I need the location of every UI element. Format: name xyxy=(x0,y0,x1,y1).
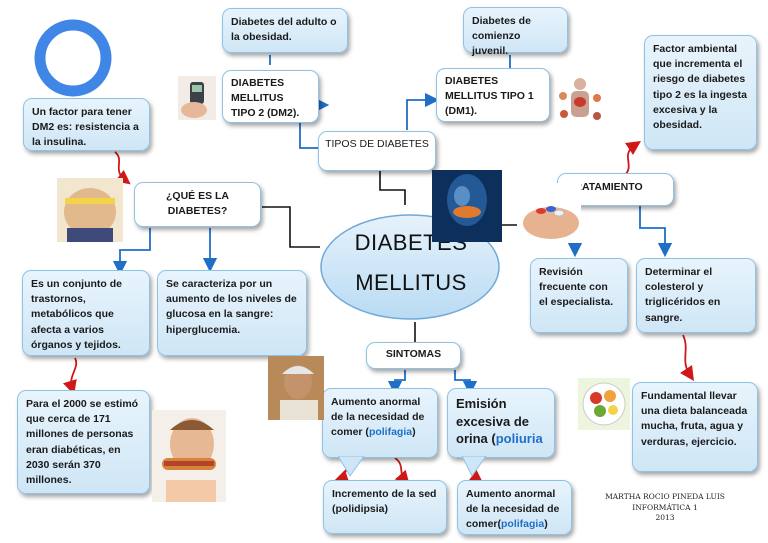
author-subject: INFORMÁTICA 1 xyxy=(632,502,698,512)
line-left-stat xyxy=(63,357,78,395)
symptom-polifagia-text: Aumento anormal de la necesidad de comer… xyxy=(331,396,425,439)
center-title-line2: MELLITUS xyxy=(355,270,467,295)
pancreas-xray-photo xyxy=(432,170,502,242)
glucometer-photo xyxy=(178,76,216,120)
symptom-polifagia-end: ) xyxy=(412,426,416,439)
symptom-poliuria-text: Emisión excesiva de orina ( xyxy=(456,396,530,447)
healthy-food-photo xyxy=(578,378,630,430)
symptom-poliuria: Emisión excesiva de orina (poliuria xyxy=(447,388,555,458)
callout-tail-1 xyxy=(338,456,365,477)
author-name: MARTHA ROCIO PINEDA LUIS xyxy=(605,492,725,501)
cholesterol-box: Determinar el colesterol y triglicéridos… xyxy=(636,258,756,333)
line-trat-colesterol xyxy=(639,205,673,258)
que-es-title: ¿QUÉ ES LA DIABETES? xyxy=(134,182,261,227)
symptom-polifagia-2-term: polifagia xyxy=(501,518,545,531)
belly-measure-photo xyxy=(57,178,123,242)
child-eating-photo xyxy=(152,410,226,502)
line-center-quees xyxy=(262,206,320,248)
symptom-polidipsia: Incremento de la sed (polidipsia) xyxy=(323,480,447,534)
line-sint-s2 xyxy=(454,370,478,396)
symptom-poliuria-term: poliuria xyxy=(495,431,543,447)
line-factor-dm2 xyxy=(114,151,131,185)
line-quees-left xyxy=(112,228,151,276)
dm2-desc: Diabetes del adulto o la obesidad. xyxy=(222,8,348,53)
definition-box: Es un conjunto de trastornos, metabólico… xyxy=(22,270,150,356)
environment-factor-box: Factor ambiental que incrementa el riesg… xyxy=(644,35,757,150)
tipos-title: TIPOS DE DIABETES xyxy=(318,131,436,171)
symptom-polifagia-2-text: Aumento anormal de la necesidad de comer… xyxy=(466,488,560,531)
pills-hand-photo xyxy=(517,183,581,243)
sintomas-title: SINTOMAS xyxy=(366,342,461,369)
line-s2-s4-b xyxy=(394,457,410,486)
author-year: 2013 xyxy=(655,513,675,522)
line-trat-factor xyxy=(624,141,641,176)
line-colesterol-dieta xyxy=(680,334,694,381)
ring-logo xyxy=(34,19,112,97)
dm2-box: DIABETES MELLITUS TIPO 2 (DM2). xyxy=(222,70,319,123)
symptom-polifagia-term: polifagia xyxy=(368,426,413,439)
line-tipos-dm1 xyxy=(406,92,440,130)
anatomy-photo xyxy=(555,74,605,128)
line-sint-s1 xyxy=(387,370,406,396)
dm1-box: DIABETES MELLITUS TIPO 1 (DM1). xyxy=(436,68,550,122)
symptom-polifagia: Aumento anormal de la necesidad de comer… xyxy=(322,388,438,458)
hyperglycemia-box: Se caracteriza por un aumento de los niv… xyxy=(157,270,307,356)
statistics-box: Para el 2000 se estimó que cerca de 171 … xyxy=(17,390,150,494)
elderly-man-photo xyxy=(268,356,324,420)
symptom-polifagia-2-end: ) xyxy=(544,518,548,531)
revision-box: Revisión frecuente con el especialista. xyxy=(530,258,628,333)
symptom-polifagia-2: Aumento anormal de la necesidad de comer… xyxy=(457,480,572,535)
author-credit: MARTHA ROCIO PINEDA LUIS INFORMÁTICA 1 2… xyxy=(590,492,740,524)
line-center-tipos xyxy=(379,170,406,205)
diet-box: Fundamental llevar una dieta balanceada … xyxy=(632,382,758,472)
callout-tail-2 xyxy=(462,456,487,477)
dm2-factor-box: Un factor para tener DM2 es: resistencia… xyxy=(23,98,150,151)
dm1-desc: Diabetes de comienzo juvenil. xyxy=(463,7,568,57)
